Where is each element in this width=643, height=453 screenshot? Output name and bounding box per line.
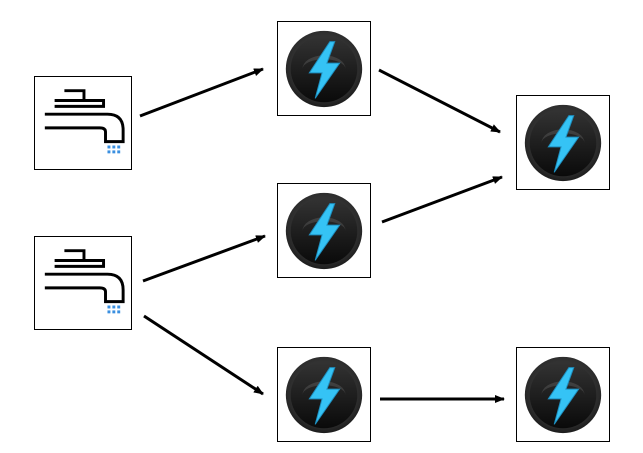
faucet-icon <box>44 249 125 314</box>
bolt-node-5 <box>516 347 610 442</box>
edge-bolt-1-to-bolt-4 <box>378 68 501 134</box>
bolt-node-4 <box>516 95 610 190</box>
edge-source-2-to-bolt-2 <box>142 234 266 283</box>
lightning-bolt-icon <box>285 192 363 270</box>
edge-bolt-2-to-bolt-4 <box>381 175 503 224</box>
source-node-1 <box>34 76 132 170</box>
edge-source-2-to-bolt-3 <box>143 314 264 396</box>
bolt-node-2 <box>277 183 371 278</box>
edge-source-1-to-bolt-1 <box>139 67 264 118</box>
bolt-node-1 <box>277 21 371 116</box>
bolt-node-3 <box>277 347 371 442</box>
source-node-2 <box>34 236 132 330</box>
lightning-bolt-icon <box>524 356 602 434</box>
faucet-icon <box>44 89 125 154</box>
lightning-bolt-icon <box>285 356 363 434</box>
lightning-bolt-icon <box>524 104 602 182</box>
lightning-bolt-icon <box>285 30 363 108</box>
